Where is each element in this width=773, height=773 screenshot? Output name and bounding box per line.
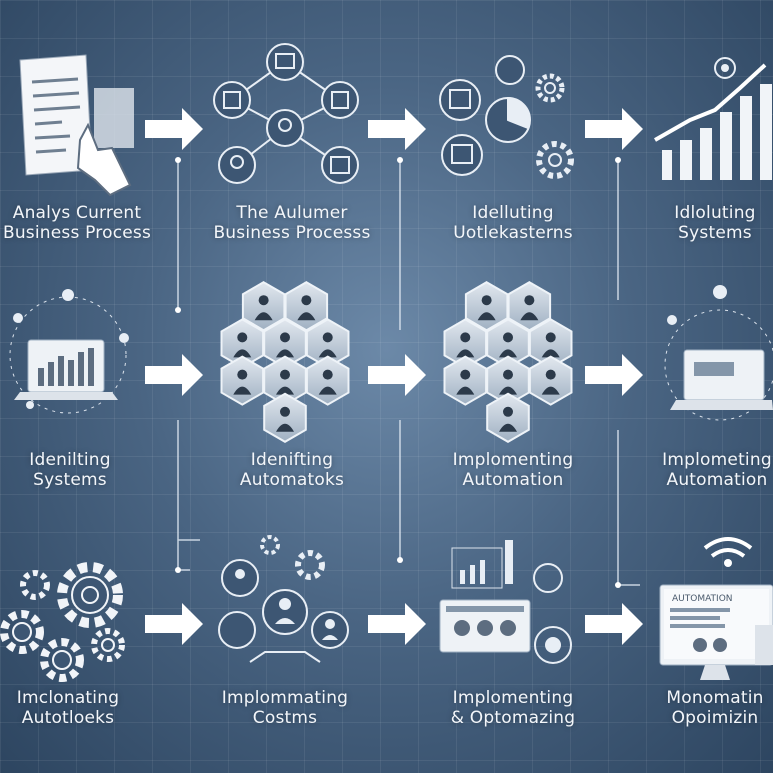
laptop-icon: [664, 285, 773, 421]
step-label-implementing-optimizing: Implomenting& Optomazing: [450, 688, 576, 728]
arrow-icon: [145, 108, 203, 150]
monitor-wifi-icon: AUTOMATION: [659, 537, 773, 680]
dashboard-icon: [439, 540, 572, 664]
document-hand-icon: [19, 54, 134, 197]
connector-dots: [175, 157, 621, 588]
arrow-icon: [368, 603, 426, 645]
network-icon: [213, 43, 359, 184]
arrow-icon: [145, 603, 203, 645]
arrow-icon: [585, 603, 643, 645]
hexagon-team-icon: [443, 281, 573, 443]
arrow-icon: [368, 354, 426, 396]
arrow-icon: [585, 354, 643, 396]
gears-chart-icon: [439, 55, 574, 179]
hexagon-team-icon: [220, 281, 350, 443]
arrow-icon: [368, 108, 426, 150]
bar-chart-icon: [654, 57, 772, 180]
laptop-chart-icon: [9, 289, 129, 414]
monitor-banner: AUTOMATION: [672, 594, 733, 604]
arrow-icon: [585, 108, 643, 150]
gears-icon: [0, 562, 125, 682]
arrow-icon: [145, 354, 203, 396]
people-gear-icon: [218, 535, 349, 663]
